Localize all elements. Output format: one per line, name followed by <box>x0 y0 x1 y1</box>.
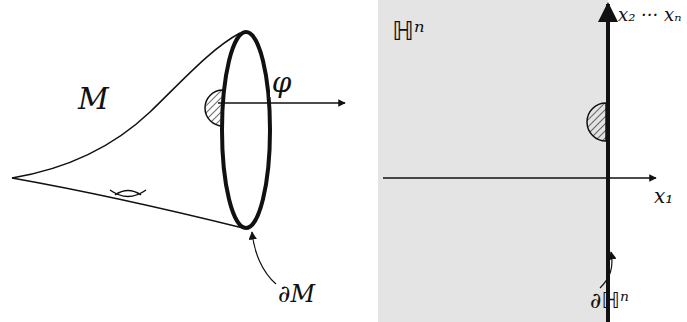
map-label: φ <box>270 69 294 97</box>
leader-line <box>252 232 276 284</box>
half-space: ℍⁿ <box>378 0 608 322</box>
half-disk <box>587 103 606 141</box>
axis-label: x₁ <box>654 186 673 206</box>
manifold: M <box>10 28 275 233</box>
half-space <box>378 0 608 322</box>
axis-label: x₂ ··· xₙ <box>618 6 681 24</box>
map-arrow <box>218 102 345 104</box>
node-label: M <box>78 84 109 114</box>
boundary-label: ∂ℍⁿ <box>590 290 629 312</box>
leader-line <box>600 252 612 288</box>
x1-axis <box>383 177 656 179</box>
half-disk <box>205 90 223 126</box>
boundary-ellipse <box>222 32 270 228</box>
boundary-label: ∂M <box>278 282 315 306</box>
manifold-outline <box>12 33 240 178</box>
manifold-outline <box>12 178 243 228</box>
node-label: ℍⁿ <box>392 18 425 44</box>
handle <box>110 190 146 197</box>
handle <box>115 191 141 196</box>
